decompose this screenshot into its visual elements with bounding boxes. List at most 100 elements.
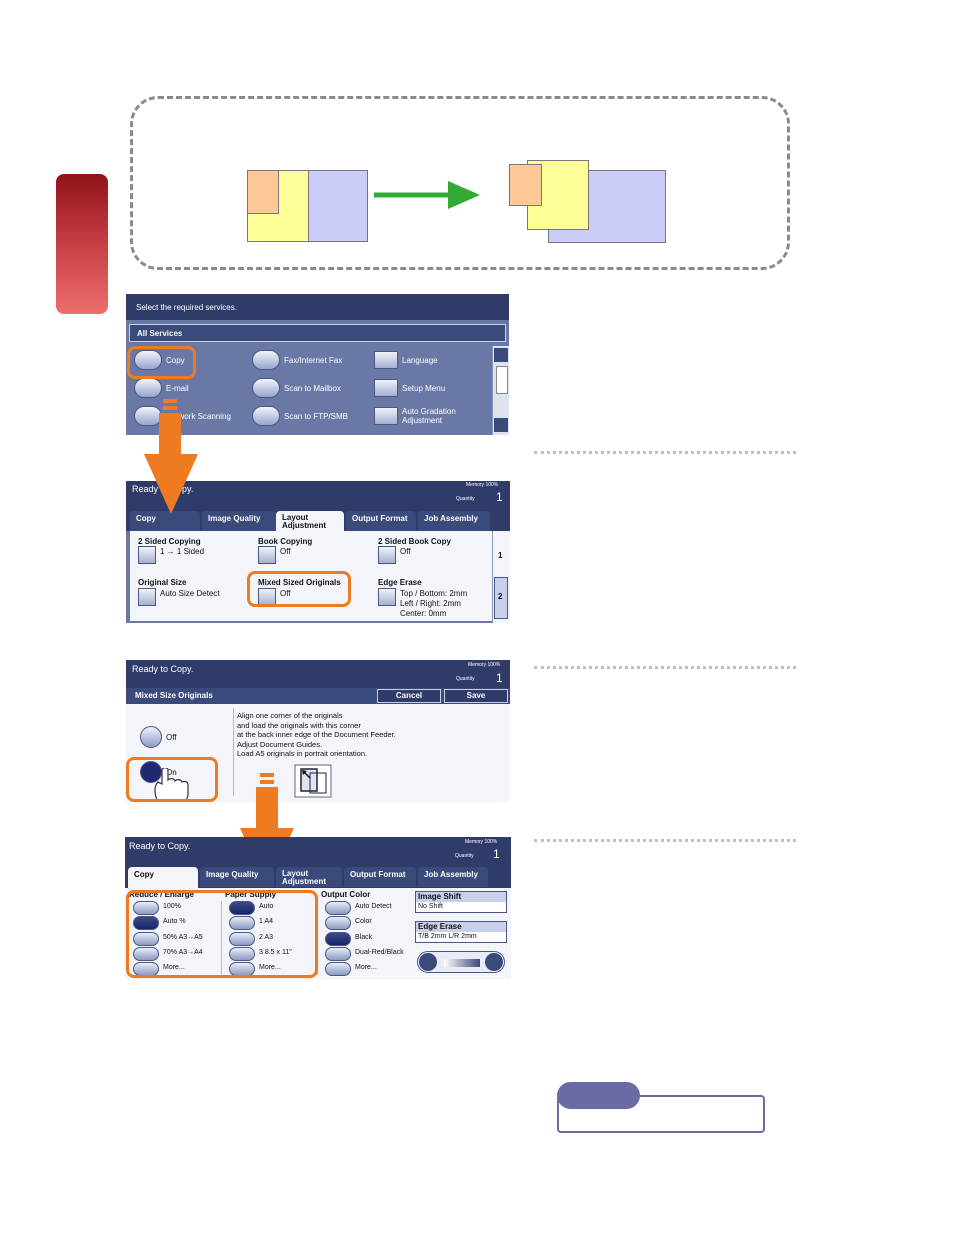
feature-value: Top / Bottom: 2mm [400,589,468,598]
original-size-button[interactable] [138,588,156,606]
paper-option: 2 A3 [259,934,274,941]
copy-basic-screen: Ready to Copy. Memory 100% Quantity 1 Co… [125,837,511,979]
paper-option-button[interactable] [229,932,255,946]
scroll-down-icon[interactable] [494,418,508,432]
divider [233,708,234,796]
feature-value: Off [280,547,291,556]
feature-title: Book Copying [258,537,313,546]
color-option-button[interactable] [325,916,351,930]
feature-value: Center: 0mm [400,609,447,618]
off-radio[interactable] [140,726,162,748]
color-option: Color [355,918,372,925]
memory-indicator: Memory 100% [465,839,498,845]
scroll-thumb[interactable] [496,366,508,394]
mixed-size-before-diagram [247,170,368,242]
color-option-button[interactable] [325,947,351,961]
color-option: Black [355,934,373,941]
2-sided-copying-button[interactable] [138,546,156,564]
page-2[interactable]: 2 [498,592,503,601]
quantity-label: Quantity [455,853,474,859]
cancel-button[interactable]: Cancel [377,689,441,703]
image-shift-button[interactable]: Image Shift No Shift [415,891,507,913]
feature-title: 2 Sided Book Copy [378,537,451,546]
step-divider [534,839,796,842]
color-option-button[interactable] [325,962,351,976]
quantity-value: 1 [493,847,500,861]
services-scrollbar[interactable] [492,346,509,435]
mixed-size-after-diagram [509,160,666,243]
small-sheet [247,170,279,214]
tab-job-assembly[interactable]: Job Assembly [418,867,488,887]
gradation-button[interactable] [374,407,398,425]
paper-option-button[interactable] [229,916,255,930]
quantity-label: Quantity [456,496,475,502]
document-corner-icon [294,764,332,798]
copy-icon[interactable] [134,350,162,370]
paper-option: 3 8.5 x 11" [259,949,292,956]
color-option-button[interactable] [325,901,351,915]
mailbox-icon[interactable] [252,378,280,398]
fax-icon[interactable] [252,350,280,370]
2-sided-book-copy-button[interactable] [378,546,396,564]
service-language[interactable]: Language [402,356,438,365]
paper-option-button[interactable] [229,901,255,915]
tab-layout-adjustment[interactable]: Layout Adjustment [276,867,342,887]
reduce-option: Auto % [163,918,186,925]
copy-highlight [127,346,196,379]
edge-erase-button[interactable]: Edge Erase T/B 2mm L/R 2mm [415,921,507,943]
service-scan-to-ftp[interactable]: Scan to FTP/SMB [284,412,349,421]
service-network-scanning[interactable]: Network Scanning [166,412,231,421]
reduce-option: 100% [163,903,181,910]
feature-value: Auto Size Detect [160,589,220,598]
tab-image-quality[interactable]: Image Quality [200,867,274,887]
reduce-option-button[interactable] [133,916,159,930]
tab-copy[interactable]: Copy [128,867,198,888]
tab-copy[interactable]: Copy [130,511,200,531]
lighter-arrow-icon[interactable] [419,953,437,971]
feature-value: Off [280,589,291,598]
service-email[interactable]: E-mail [166,384,189,393]
reduce-option-button[interactable] [133,901,159,915]
feature-value: Left / Right: 2mm [400,599,461,608]
tab-layout-adjustment[interactable]: Layout Adjustment [276,511,344,531]
color-option-button[interactable] [325,932,351,946]
scroll-up-icon[interactable] [494,348,508,362]
service-auto-gradation[interactable]: Auto Gradation Adjustment [402,407,456,425]
service-scan-to-mailbox[interactable]: Scan to Mailbox [284,384,341,393]
instruction-line: Align one corner of the originals [237,711,343,720]
darker-arrow-icon[interactable] [485,953,503,971]
tab-output-format[interactable]: Output Format [346,511,416,531]
service-setup-menu[interactable]: Setup Menu [402,384,446,393]
language-button[interactable] [374,351,398,369]
instruction-line: Load A5 originals in portrait orientatio… [237,749,368,758]
page-1[interactable]: 1 [498,551,503,560]
ftp-icon[interactable] [252,406,280,426]
page-scroller[interactable]: 1 2 [492,531,510,623]
service-fax[interactable]: Fax/Internet Fax [284,356,343,365]
book-copying-button[interactable] [258,546,276,564]
feature-title: Mixed Sized Originals [258,578,341,587]
tab-output-format[interactable]: Output Format [344,867,416,887]
paper-option-button[interactable] [229,947,255,961]
instruction-line: and load the originals with this corner [237,720,361,730]
section-title: All Services [137,329,183,338]
paper-option: 1 A4 [259,918,274,925]
setup-menu-button[interactable] [374,379,398,397]
tab-job-assembly[interactable]: Job Assembly [418,511,490,531]
tab-image-quality[interactable]: Image Quality [202,511,276,531]
save-button[interactable]: Save [444,689,508,703]
reduce-option-button[interactable] [133,947,159,961]
reduce-option-button[interactable] [133,932,159,946]
edge-erase-button[interactable] [378,588,396,606]
density-slider[interactable] [417,951,505,973]
feature-title: 2 Sided Copying [138,537,201,546]
color-option: Dual-Red/Black [355,949,404,956]
service-copy[interactable]: Copy [166,356,185,365]
instruction-line: at the back inner edge of the Document F… [237,730,396,739]
email-icon[interactable] [134,378,162,398]
large-sheet [307,170,368,242]
small-sheet [509,164,542,206]
memory-indicator: Memory 100% [466,482,499,488]
on-option-highlight [126,757,218,802]
color-option: Auto Detect [355,903,392,910]
